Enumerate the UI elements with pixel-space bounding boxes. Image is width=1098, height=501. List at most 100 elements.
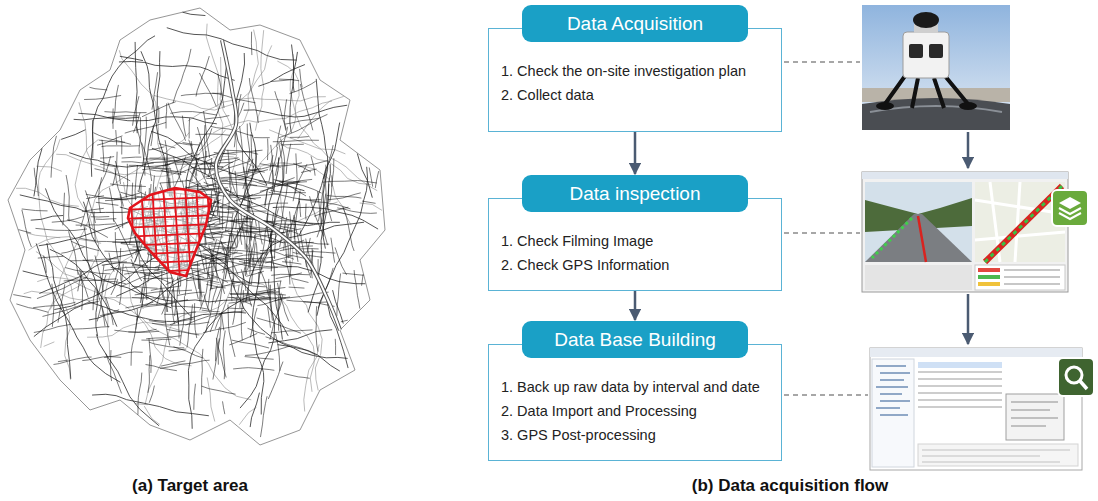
road-line bbox=[152, 72, 158, 109]
road-line bbox=[222, 250, 266, 254]
road-line bbox=[230, 213, 233, 256]
road-line bbox=[139, 51, 160, 191]
road-line bbox=[234, 249, 279, 257]
road-line bbox=[22, 210, 32, 247]
road-line bbox=[203, 249, 227, 255]
road-line bbox=[281, 144, 304, 146]
road-line bbox=[285, 259, 290, 285]
road-line bbox=[92, 120, 93, 158]
road-line bbox=[116, 237, 137, 239]
road-network-map bbox=[8, 8, 385, 445]
road-line bbox=[208, 253, 214, 308]
road-image-sky bbox=[865, 182, 972, 262]
road-line bbox=[335, 247, 347, 275]
road-line bbox=[99, 177, 102, 213]
road-line bbox=[203, 322, 246, 332]
target-street bbox=[120, 197, 215, 201]
river bbox=[216, 40, 340, 330]
road-line bbox=[240, 267, 245, 308]
road-line bbox=[71, 327, 109, 330]
dashed-leader bbox=[784, 394, 868, 396]
road-line bbox=[223, 234, 230, 273]
road-line bbox=[280, 180, 322, 390]
road-line bbox=[202, 231, 231, 235]
road-line bbox=[261, 272, 268, 296]
road-line bbox=[132, 286, 158, 288]
road-line bbox=[142, 288, 143, 309]
search-icon-handle bbox=[1080, 381, 1087, 389]
road-line bbox=[135, 290, 192, 295]
road-line bbox=[279, 79, 299, 81]
road-line bbox=[248, 328, 266, 334]
dashed-leaders bbox=[784, 62, 868, 395]
road-line bbox=[301, 230, 307, 267]
road-line bbox=[158, 106, 159, 123]
road-line bbox=[318, 174, 325, 221]
road-line bbox=[95, 259, 117, 260]
road-line bbox=[284, 374, 309, 379]
road-line bbox=[178, 159, 212, 174]
step-item: 2. Collect data bbox=[501, 83, 769, 107]
road-line bbox=[133, 96, 139, 125]
road-line bbox=[33, 302, 75, 307]
road-line bbox=[157, 271, 162, 306]
road-line bbox=[240, 285, 275, 408]
road-line bbox=[257, 297, 290, 306]
road-line bbox=[331, 238, 335, 263]
road-line bbox=[279, 142, 283, 182]
road-line bbox=[138, 373, 142, 415]
step-item: 2. Data Import and Processing bbox=[501, 399, 769, 423]
road-line bbox=[192, 270, 228, 282]
road-line bbox=[198, 262, 199, 289]
target-street bbox=[120, 215, 215, 219]
road-line bbox=[54, 357, 92, 364]
road-line bbox=[311, 156, 315, 175]
road-line bbox=[29, 237, 102, 251]
road-line bbox=[250, 393, 259, 427]
road-line bbox=[290, 54, 377, 190]
road-line bbox=[228, 297, 270, 298]
road-line bbox=[278, 293, 281, 331]
camera-body bbox=[903, 32, 949, 78]
road-line bbox=[113, 152, 117, 186]
road-line bbox=[173, 49, 191, 103]
road-line bbox=[244, 105, 348, 117]
road-line bbox=[34, 324, 71, 332]
search-icon bbox=[1058, 358, 1094, 396]
road-line bbox=[121, 243, 136, 244]
road-line bbox=[327, 195, 362, 198]
road-line bbox=[215, 253, 227, 303]
process-box: Data inspection1. Check Filming Image2. … bbox=[488, 198, 782, 291]
road-line bbox=[110, 184, 146, 187]
road-line bbox=[218, 74, 224, 108]
road-line bbox=[173, 347, 203, 358]
road-line bbox=[144, 274, 171, 283]
process-box: Data Acquisition1. Check the on-site inv… bbox=[488, 28, 782, 132]
road-line bbox=[161, 286, 164, 301]
target-street bbox=[174, 185, 180, 280]
road-line bbox=[16, 304, 48, 312]
road-line bbox=[164, 312, 196, 314]
inspection-screenshot bbox=[862, 172, 1088, 292]
road-line bbox=[132, 297, 149, 299]
road-line bbox=[135, 42, 137, 133]
road-line bbox=[279, 114, 328, 137]
road-line bbox=[80, 269, 83, 310]
road-line bbox=[171, 306, 209, 309]
window-toolbar bbox=[870, 348, 1082, 357]
road-line bbox=[170, 112, 216, 115]
road-line bbox=[314, 207, 348, 216]
road-line bbox=[213, 101, 332, 133]
road-line bbox=[308, 164, 330, 312]
road-line bbox=[362, 201, 376, 203]
road-line bbox=[362, 274, 364, 286]
road-line bbox=[177, 311, 179, 338]
road-line bbox=[228, 150, 230, 188]
road-line bbox=[236, 171, 261, 176]
road-line bbox=[303, 301, 326, 303]
database-screenshot bbox=[870, 348, 1094, 470]
road-line bbox=[83, 260, 127, 262]
road-line bbox=[124, 269, 160, 274]
info-cell bbox=[978, 282, 1000, 286]
tree-panel bbox=[872, 359, 914, 467]
